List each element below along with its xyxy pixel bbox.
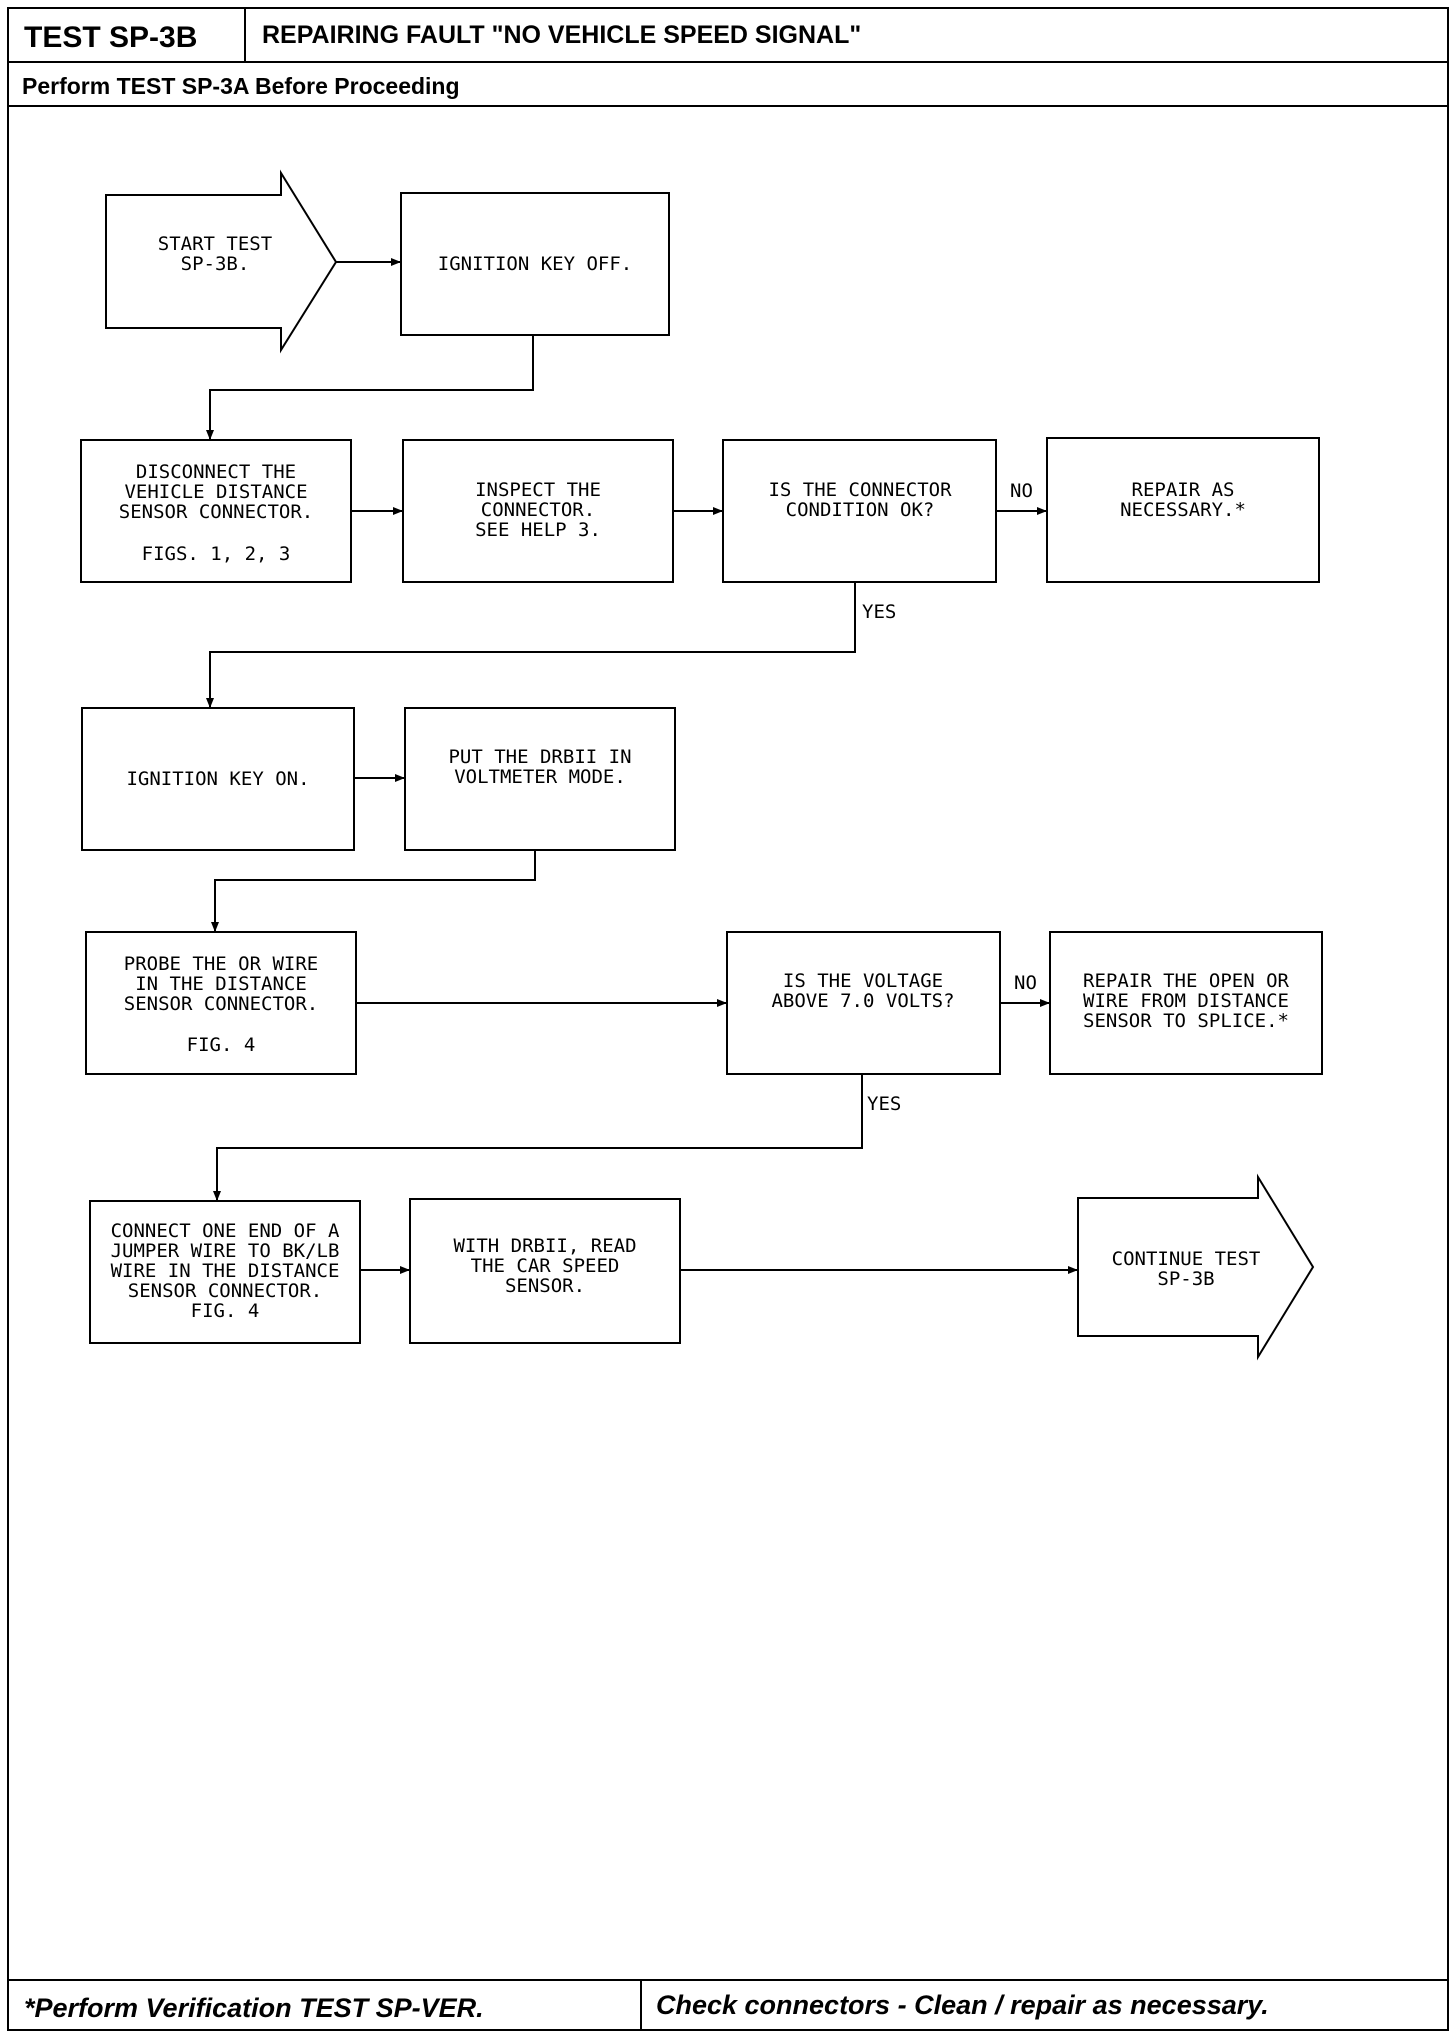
repair-box-2 [1049, 931, 1323, 1075]
voltmeter-box [404, 707, 676, 851]
no-label-2: NO [1014, 972, 1037, 994]
footer-verification-note: *Perform Verification TEST SP-VER. [24, 1993, 484, 2023]
page-title: REPAIRING FAULT "NO VEHICLE SPEED SIGNAL… [262, 21, 861, 49]
key-off-box [400, 192, 670, 336]
repair-box-1 [1046, 437, 1320, 583]
box-text-line: SENSOR TO SPLICE.* [1083, 1010, 1289, 1032]
box-text-line: WITH DRBII, READ [453, 1235, 636, 1257]
box-text-line: DISCONNECT THE [136, 461, 296, 483]
box-text-line: SENSOR CONNECTOR. [128, 1280, 322, 1302]
yes-label-1: YES [862, 601, 896, 623]
box-text-line: FIG. 4 [187, 1034, 256, 1056]
box-text-line: SP-3B. [181, 253, 250, 275]
box-text-line: SENSOR CONNECTOR. [119, 501, 313, 523]
box-text-line: IN THE DISTANCE [135, 973, 307, 995]
box-text-line: SENSOR. [505, 1275, 585, 1297]
box-text-line: CONTINUE TEST [1112, 1248, 1261, 1270]
prerequisite-note: Perform TEST SP-3A Before Proceeding [22, 73, 460, 99]
footer-connector-note: Check connectors - Clean / repair as nec… [656, 1990, 1269, 2020]
box-text-line: NECESSARY.* [1120, 499, 1246, 521]
box-text-line: PUT THE DRBII IN [448, 746, 631, 768]
box-text-line: IGNITION KEY ON. [126, 768, 309, 790]
flowchart-connectors [206, 258, 1078, 1274]
box-text-line: REPAIR AS [1132, 479, 1235, 501]
box-text-line: SEE HELP 3. [475, 519, 601, 541]
start-arrow [105, 169, 338, 354]
box-text-line: START TEST [158, 233, 272, 255]
box-text-line: FIGS. 1, 2, 3 [142, 543, 291, 565]
box-text-line: CONNECT ONE END OF A [111, 1220, 340, 1242]
box-text-line: IS THE VOLTAGE [783, 970, 943, 992]
box-text-line: IS THE CONNECTOR [768, 479, 952, 501]
box-text-line: WIRE FROM DISTANCE [1083, 990, 1289, 1012]
box-text-line: SP-3B [1157, 1268, 1214, 1290]
box-text-line: CONNECTOR. [481, 499, 595, 521]
box-text-line: CONDITION OK? [786, 499, 935, 521]
key-off-text: IGNITION KEY OFF. [438, 253, 632, 275]
box-text-line: SENSOR CONNECTOR. [124, 993, 318, 1015]
test-id: TEST SP-3B [24, 21, 197, 54]
flowchart-shapes [80, 169, 1323, 1361]
box-text-line: JUMPER WIRE TO BK/LB [111, 1240, 340, 1262]
box-text-line: INSPECT THE [475, 479, 601, 501]
key-on-text: IGNITION KEY ON. [126, 768, 309, 790]
box-text-line: ABOVE 7.0 VOLTS? [771, 990, 954, 1012]
box-text-line: PROBE THE OR WIRE [124, 953, 318, 975]
jumper-box [89, 1200, 361, 1344]
disconnect-figure-ref: FIGS. 1, 2, 3 [142, 543, 291, 565]
page-frame [7, 7, 1449, 2031]
box-text-line: IGNITION KEY OFF. [438, 253, 632, 275]
box-text-line: THE CAR SPEED [471, 1255, 620, 1277]
box-text-line: VEHICLE DISTANCE [124, 481, 307, 503]
box-text-line: REPAIR THE OPEN OR [1083, 970, 1289, 992]
box-text-line: VOLTMETER MODE. [454, 766, 626, 788]
continue-arrow [1077, 1173, 1315, 1361]
box-text-line: WIRE IN THE DISTANCE [111, 1260, 340, 1282]
yes-label-2: YES [867, 1093, 901, 1115]
probe-figure-ref: FIG. 4 [187, 1034, 256, 1056]
box-text-line: FIG. 4 [191, 1300, 260, 1322]
no-label-1: NO [1010, 480, 1033, 502]
